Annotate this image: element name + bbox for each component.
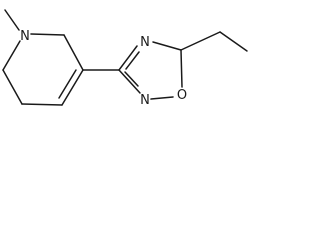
bond-n-methyl — [4, 9, 20, 31]
bond-c3prime-n4-double — [125, 51, 140, 70]
bond-o1-n2 — [150, 96, 174, 100]
bond-c5prime-o1 — [180, 49, 183, 88]
bond-ch2-ch3 — [219, 31, 248, 52]
bond-c3-c2 — [2, 69, 23, 105]
bond-c6-c5 — [63, 34, 84, 71]
bond-c4-c3 — [21, 103, 63, 106]
atom-label-piperidine-n: N — [20, 29, 30, 44]
atom-label-oxadiazole-o: O — [177, 88, 187, 103]
atom-label-oxadiazole-n-top: N — [140, 35, 150, 50]
bond-c3prime-n4 — [118, 45, 138, 71]
bond-n2-c3prime-double — [124, 71, 139, 87]
bond-n4-c5prime — [152, 41, 182, 51]
atom-label-oxadiazole-n-bottom: N — [140, 93, 150, 108]
bond-n2-c3prime — [118, 69, 141, 94]
bond-c2-n — [2, 40, 21, 71]
bond-c5-c4-double — [58, 69, 77, 99]
bond-c5-c4 — [61, 69, 84, 106]
bond-n-c6 — [30, 33, 65, 36]
bond-c5prime-ch2 — [180, 31, 221, 51]
chemical-structure: N N N O — [2, 9, 248, 108]
